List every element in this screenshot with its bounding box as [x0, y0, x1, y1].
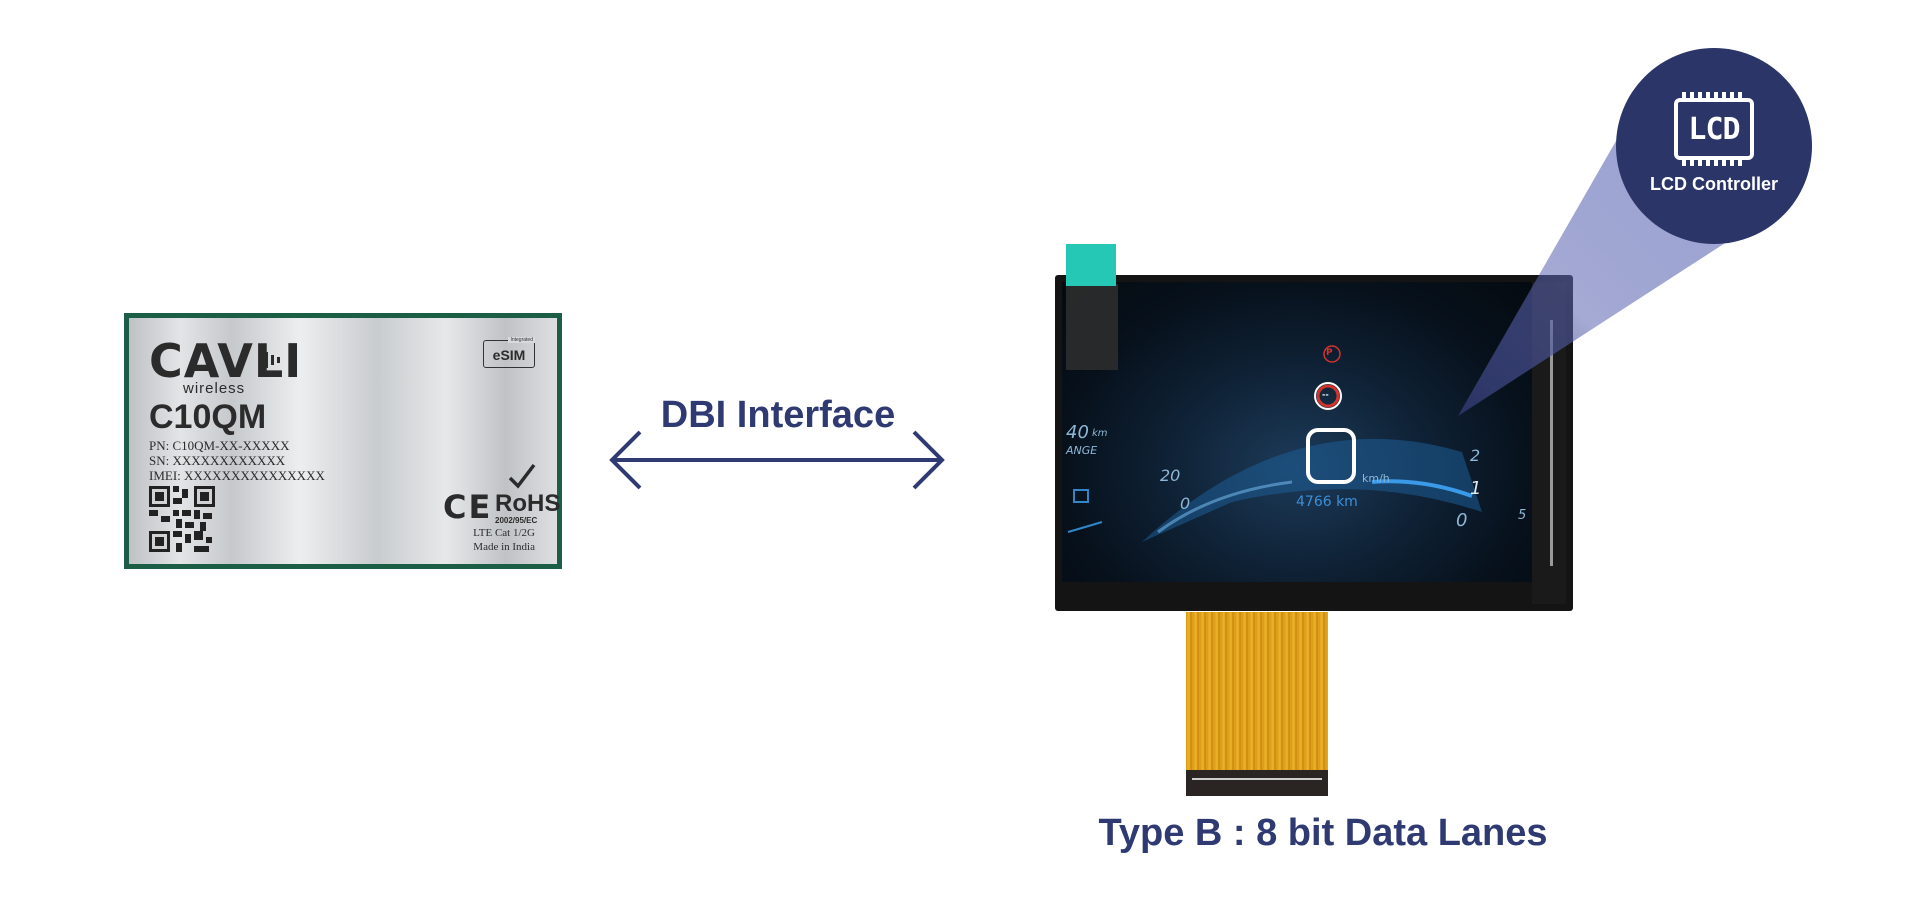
module-category: LTE Cat 1/2G Made in India: [473, 526, 535, 554]
interface-label: DBI Interface: [660, 394, 896, 436]
gauge-tick-1: 1: [1470, 478, 1482, 499]
bezel-strip: [1550, 320, 1553, 566]
gauge-tick-5: 5: [1518, 508, 1527, 523]
lcd-chip-label: LCD: [1688, 112, 1740, 147]
trip-distance: 40: [1066, 422, 1089, 443]
lcd-controller-badge: [1616, 48, 1812, 244]
odometer: 4766 km: [1296, 494, 1358, 510]
rohs-directive: 2002/95/EC: [495, 516, 538, 525]
lcd-screen: P --: [1062, 282, 1532, 582]
protective-film: [1066, 284, 1118, 370]
gauge-tick-0-right: 0: [1456, 510, 1468, 531]
trip-unit: km: [1092, 428, 1108, 439]
serial-number: SN: XXXXXXXXXXXX: [149, 453, 286, 468]
range-label: ANGE: [1066, 444, 1098, 457]
protective-tape: [1066, 244, 1116, 286]
connector-stripe: [1192, 778, 1322, 780]
ce-mark: CE: [443, 488, 493, 526]
lcd-chip-icon: [1674, 92, 1754, 166]
flex-cable: [1186, 612, 1328, 790]
gauge-tick-2: 2: [1470, 446, 1481, 465]
checkmark-icon: [508, 463, 536, 489]
brand-logo-text: CAVLI: [149, 334, 303, 388]
module-model: C10QM: [149, 398, 267, 436]
qr-code-icon: [149, 486, 215, 552]
esim-integrated-label: Integrated: [508, 337, 535, 343]
double-arrow-icon: [609, 430, 945, 490]
lcd-controller-caption: LCD Controller: [1650, 174, 1778, 194]
origin-country: Made in India: [473, 541, 535, 553]
warning-indicator: --: [1322, 390, 1329, 399]
data-lanes-caption: Type B : 8 bit Data Lanes: [1098, 812, 1548, 854]
signal-waves-icon: [265, 352, 280, 368]
cellular-module-label: CAVLI wireless C10QM PN: C10QM-XX-XXXXX …: [124, 313, 562, 569]
part-number: PN: C10QM-XX-XXXXX: [149, 438, 290, 453]
parking-indicator: P: [1326, 348, 1333, 358]
gauge-tick-20: 20: [1160, 466, 1181, 485]
esim-badge: eSIM: [483, 340, 535, 368]
flex-cable-connector: [1186, 770, 1328, 796]
lte-category: LTE Cat 1/2G: [473, 527, 535, 539]
gauge-tick-0-left: 0: [1180, 494, 1191, 513]
speed-unit: km/h: [1362, 472, 1390, 485]
rohs-mark: RoHS: [495, 490, 561, 517]
imei-number: IMEI: XXXXXXXXXXXXXXX: [149, 468, 325, 483]
brand-subtitle: wireless: [183, 380, 246, 397]
dashboard-graphics: [1067, 345, 1482, 542]
